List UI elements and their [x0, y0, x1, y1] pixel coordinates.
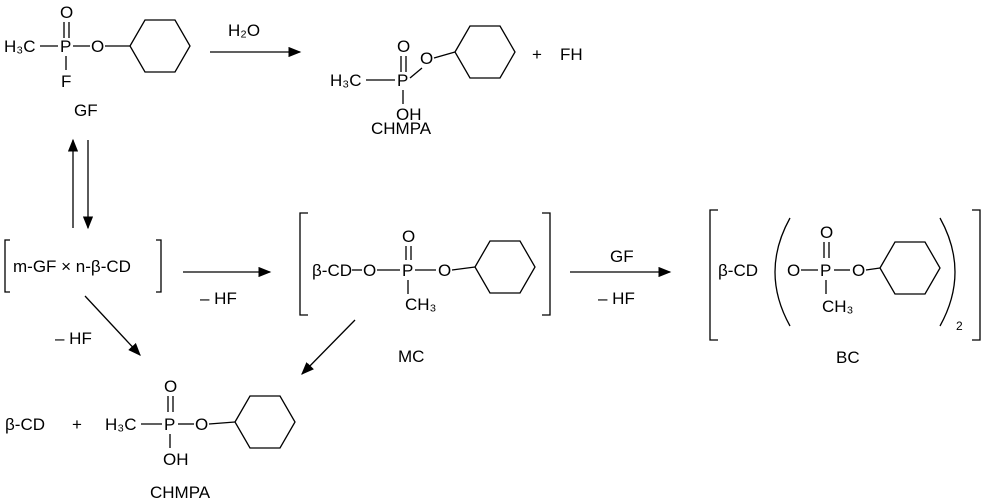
gf-molecule: O H₃C P O F GF — [4, 3, 191, 120]
atom-p: P — [60, 37, 71, 56]
atom-o: O — [820, 223, 833, 242]
atom-methyl: H₃C — [105, 415, 136, 434]
reaction-arrow — [84, 295, 141, 356]
byproduct-fh: FH — [560, 45, 583, 64]
atom-p: P — [820, 261, 831, 280]
beta-cd: β-CD — [5, 415, 45, 434]
arrow-label: – HF — [200, 289, 237, 308]
atom-o: O — [363, 261, 376, 280]
complex-text: m-GF × n-β-CD — [13, 257, 131, 276]
plus-sign: + — [72, 415, 82, 434]
atom-o: O — [164, 377, 177, 396]
atom-o: O — [397, 37, 410, 56]
cyclohexane-ring — [129, 19, 191, 73]
beta-cd: β-CD — [718, 261, 758, 280]
atom-methyl: CH₃ — [822, 297, 853, 316]
cyclohexane-ring — [234, 395, 296, 449]
atom-methyl: CH₃ — [405, 295, 436, 314]
gf-label: GF — [74, 101, 98, 120]
reagent-water: H₂O — [228, 21, 260, 40]
beta-cd: β-CD — [312, 261, 352, 280]
plus-sign: + — [532, 45, 542, 64]
atom-o: O — [787, 261, 800, 280]
atom-o: O — [195, 415, 208, 434]
atom-methyl: H₃C — [330, 71, 361, 90]
chmpa-molecule-top: O H₃C P O OH CHMPA — [330, 25, 516, 138]
arrow-label: GF — [610, 247, 634, 266]
arrow-label: – HF — [598, 289, 635, 308]
bc-label: BC — [836, 348, 860, 367]
mc-label: MC — [398, 347, 424, 366]
atom-o: O — [60, 3, 73, 22]
atom-o: O — [438, 261, 451, 280]
arrow-label: – HF — [55, 329, 92, 348]
chmpa-label: CHMPA — [150, 483, 211, 502]
atom-o: O — [402, 227, 415, 246]
inclusion-complex: m-GF × n-β-CD — [4, 239, 162, 293]
chmpa-molecule-bottom: O H₃C P O OH CHMPA — [105, 377, 296, 502]
atom-o: O — [852, 261, 865, 280]
atom-oh: OH — [163, 450, 189, 469]
atom-p: P — [164, 415, 175, 434]
atom-methyl: H₃C — [4, 37, 35, 56]
atom-p: P — [402, 261, 413, 280]
chmpa-label: CHMPA — [371, 119, 432, 138]
atom-f: F — [61, 72, 71, 91]
subscript-2: 2 — [956, 319, 963, 333]
cyclohexane-ring — [454, 25, 516, 79]
bc-molecule: β-CD O P O O CH₃ 2 BC — [709, 209, 981, 367]
atom-o: O — [91, 37, 104, 56]
reaction-arrow — [301, 319, 356, 375]
atom-o: O — [420, 49, 433, 68]
cyclohexane-ring — [879, 241, 941, 295]
cyclohexane-ring — [474, 240, 536, 294]
atom-oh: OH — [396, 105, 422, 124]
atom-p: P — [397, 71, 408, 90]
mc-molecule: β-CD O P O O CH₃ MC — [299, 212, 551, 366]
